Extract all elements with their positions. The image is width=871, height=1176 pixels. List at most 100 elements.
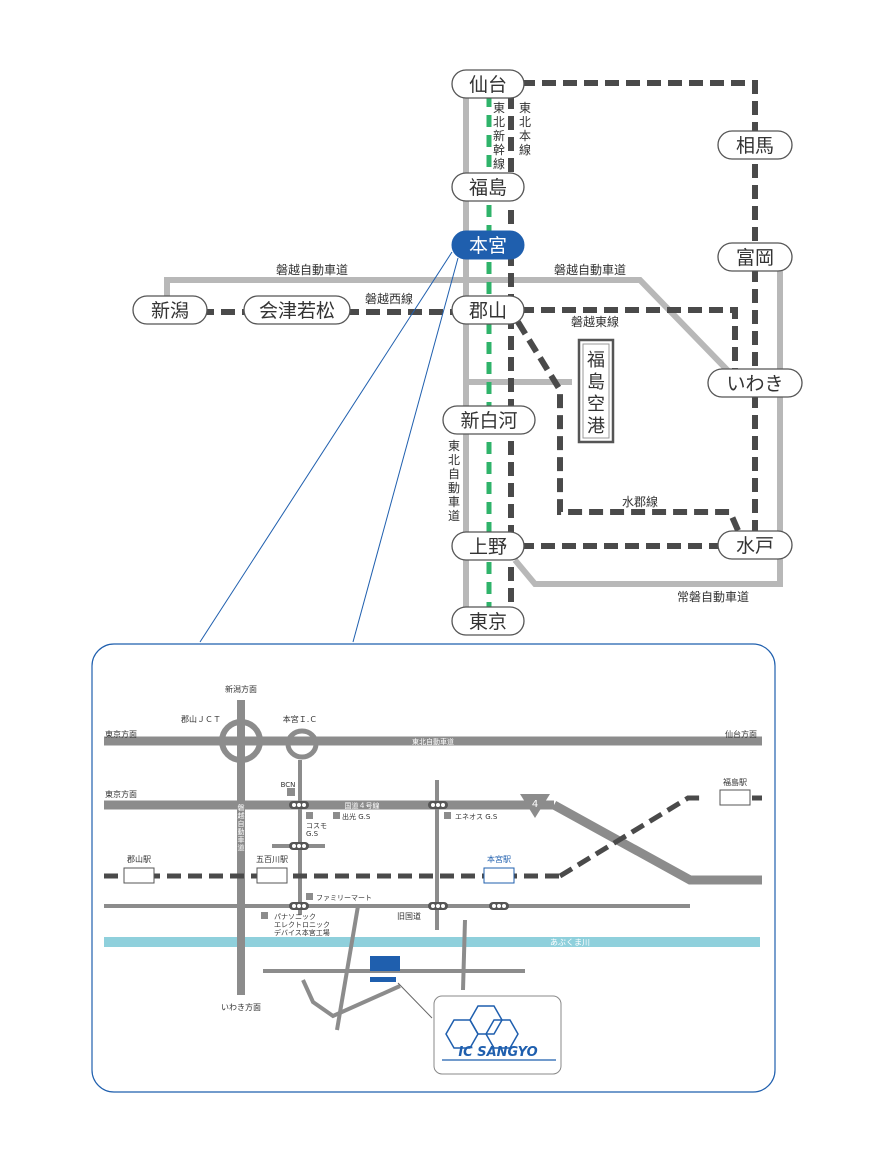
tokyo-direction-mid: 東京方面 <box>105 789 137 799</box>
eneos-marker <box>444 812 451 819</box>
fukushima-station-label: 福島駅 <box>723 777 747 787</box>
sendai-soma-line <box>500 80 758 255</box>
svg-text:上野: 上野 <box>469 536 507 558</box>
motomiya-ic-loop <box>285 728 319 760</box>
panasonic-marker <box>261 912 268 919</box>
city-tokyo: 東京 <box>451 606 525 636</box>
city-aizuwakamatsu: 会津若松 <box>243 295 351 325</box>
factory-access-road <box>301 979 401 1019</box>
landmark-markers <box>261 788 451 919</box>
city-iwaki: いわき <box>707 368 803 398</box>
koriyama-jct-loop <box>219 719 263 763</box>
hexagon-icon <box>445 1019 479 1049</box>
city-markers: 仙台 福島 本宮 郡山 新白河 上野 東京 相馬 富岡 いわき 水戸 新潟 会津… <box>132 69 803 636</box>
joban-expressway-label: 常磐自動車道 <box>677 590 749 604</box>
city-fukushima: 福島 <box>451 172 525 202</box>
city-koriyama: 郡山 <box>451 295 525 325</box>
suigun-line <box>515 320 743 537</box>
city-motomiya: 本宮 <box>451 230 525 260</box>
banetsu-expressway <box>164 277 738 381</box>
niigata-direction: 新潟方面 <box>225 684 257 694</box>
idemitsu-marker <box>333 812 340 819</box>
ic-sangyo-building <box>370 956 400 971</box>
city-ueno: 上野 <box>451 531 525 561</box>
abukuma-river <box>104 937 760 947</box>
company-name: IC SANGYO <box>458 1045 537 1060</box>
overview-map: 東北新幹線 東北本線 東北自動車道 磐越自動車道 磐越自動車道 磐越西線 磐越東… <box>132 69 803 643</box>
bcn-marker <box>287 788 295 796</box>
signal-icon <box>489 902 509 910</box>
signal-icon <box>428 801 448 809</box>
koriyama-jct-label: 郡山ＪＣＴ <box>181 714 221 724</box>
signal-icon <box>289 842 309 850</box>
route4-sign-icon <box>520 794 550 818</box>
familymart-label: ファミリーマート <box>316 894 372 902</box>
tohoku-expressway-label: 東北自動車道 <box>448 439 460 523</box>
tohoku-shinkansen-label: 東北新幹線 <box>493 101 505 171</box>
svg-text:会津若松: 会津若松 <box>259 300 335 322</box>
tokyo-direction-top: 東京方面 <box>105 729 137 739</box>
callout-pointer <box>397 982 433 1019</box>
fukushima-airport: 福島空港 <box>577 338 615 444</box>
route4-east <box>551 801 762 885</box>
svg-text:富岡: 富岡 <box>736 247 774 269</box>
svg-text:新白河: 新白河 <box>460 410 517 432</box>
hexagon-icon <box>485 1019 519 1049</box>
svg-text:仙台: 仙台 <box>469 74 507 96</box>
river-label: あぶくま川 <box>550 938 590 947</box>
svg-text:水戸: 水戸 <box>736 535 774 557</box>
ic-sangyo-logo: IC SANGYO <box>433 995 562 1075</box>
sendai-direction: 仙台方面 <box>725 729 757 739</box>
city-niigata: 新潟 <box>132 295 208 325</box>
banetsu-west-line-label: 磐越西線 <box>365 291 413 306</box>
koriyama-station-label: 郡山駅 <box>127 854 151 864</box>
signal-icon <box>289 801 309 809</box>
svg-text:本宮: 本宮 <box>469 235 507 257</box>
city-tomioka: 富岡 <box>717 242 793 272</box>
tohoku-honsen-label: 東北本線 <box>519 101 531 157</box>
koriyama-station-box <box>123 867 155 884</box>
city-shinshirakawa: 新白河 <box>442 405 536 435</box>
iwaki-direction: いわき方面 <box>221 1002 261 1012</box>
signal-icon <box>289 902 309 910</box>
detail-frame <box>91 643 776 1093</box>
gohyakugawa-station-box <box>256 867 288 884</box>
banetsu-east-line <box>520 307 738 372</box>
joban-expressway <box>512 270 783 587</box>
route4-number: 4 <box>532 799 538 810</box>
line-labels: 東北新幹線 東北本線 東北自動車道 磐越自動車道 磐越自動車道 磐越西線 磐越東… <box>276 101 749 604</box>
detail-stations: 福島駅 郡山駅 五百川駅 本宮駅 <box>123 777 751 884</box>
gohyakugawa-station-label: 五百川駅 <box>256 855 288 864</box>
motomiya-station-label: 本宮駅 <box>487 854 511 864</box>
callout-lines <box>199 251 459 643</box>
bcn-label: BCN <box>281 781 296 789</box>
familymart-marker <box>306 893 313 900</box>
tohoku-expressway-detail-label: 東北自動車道 <box>412 737 454 746</box>
svg-text:いわき: いわき <box>726 373 783 395</box>
svg-text:新潟: 新潟 <box>151 300 189 322</box>
detail-roads <box>104 700 762 1031</box>
idemitsu-label: 出光 G.S <box>342 812 371 821</box>
ic-sangyo-parking <box>370 977 396 982</box>
city-mito: 水戸 <box>717 530 793 560</box>
banetsu-east-line-label: 磐越東線 <box>571 314 619 329</box>
banetsu-expressway-west-label: 磐越自動車道 <box>276 263 348 277</box>
svg-text:相馬: 相馬 <box>736 135 774 157</box>
svg-text:東京: 東京 <box>469 611 507 633</box>
signal-icon <box>428 902 448 910</box>
detail-labels: 新潟方面 東京方面 仙台方面 東京方面 いわき方面 郡山ＪＣＴ 本宮Ｉ.Ｃ 東北… <box>105 684 757 1012</box>
detail-map: あぶくま川 福島駅 <box>91 643 776 1093</box>
city-sendai: 仙台 <box>451 69 525 99</box>
bridge-road-a <box>335 905 360 1031</box>
traffic-signals <box>289 801 509 910</box>
svg-text:福島: 福島 <box>469 177 507 199</box>
banetsu-expressway-detail-label: 磐越自動車道 <box>238 803 245 852</box>
banetsu-expressway-east-label: 磐越自動車道 <box>554 263 626 277</box>
cosmo-marker <box>306 812 313 819</box>
svg-text:郡山: 郡山 <box>469 300 507 322</box>
eneos-label: エネオス G.S <box>455 813 498 821</box>
old-road-label: 旧国道 <box>397 911 421 921</box>
bridge-road-b <box>461 919 467 991</box>
